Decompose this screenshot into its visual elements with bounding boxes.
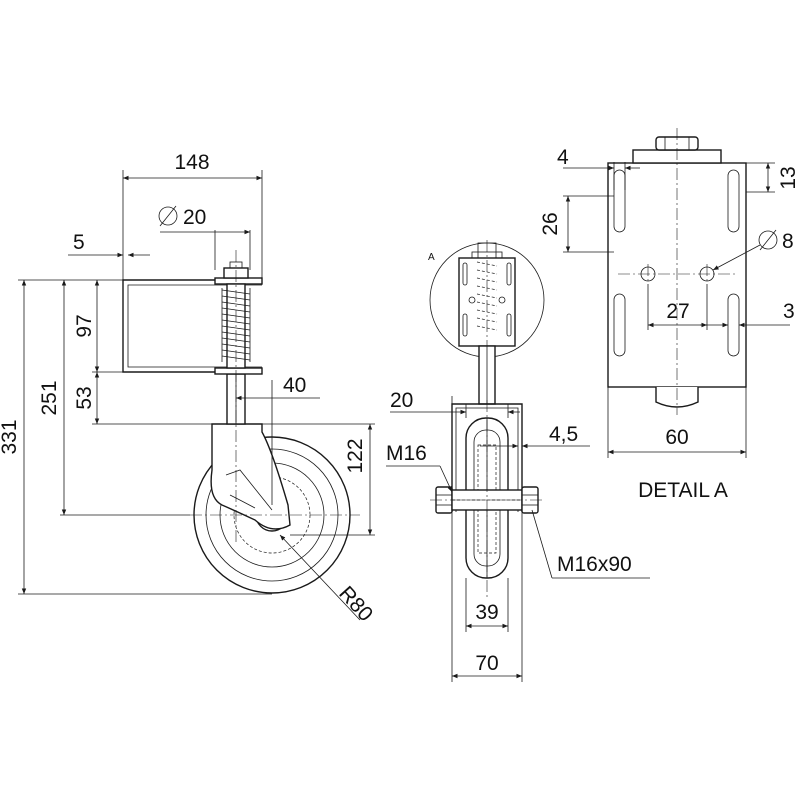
- dim-fork-20: 20: [390, 389, 413, 412]
- dim-bore-20: 20: [183, 206, 206, 229]
- dim-overall-70: 70: [475, 652, 498, 675]
- dim-width-60: 60: [665, 426, 688, 449]
- diameter-icon: [158, 205, 178, 227]
- dim-lower-53: 53: [73, 386, 96, 409]
- side-view: 148 20 5 97 53 251 331 40 122 R80: [0, 151, 377, 626]
- dim-top-13: 13: [777, 166, 800, 189]
- dim-offset-40: 40: [283, 374, 306, 397]
- dim-slot-26: 26: [539, 212, 562, 235]
- bolt-m16x90: M16x90: [557, 553, 632, 576]
- dim-plate-4-5: 4,5: [549, 423, 578, 446]
- thread-m16: M16: [386, 442, 427, 465]
- dim-tire-39: 39: [475, 601, 498, 624]
- detail-circle: A: [428, 240, 545, 360]
- dim-plate-5: 5: [73, 231, 85, 254]
- dim-edge-3: 3: [783, 300, 795, 323]
- dim-radius-r80: R80: [334, 582, 377, 626]
- detail-title: DETAIL A: [638, 479, 728, 502]
- detail-ref-label: A: [428, 252, 435, 263]
- dim-hole-8: 8: [782, 230, 794, 253]
- bracket: [122, 277, 263, 375]
- front-view: A: [386, 240, 650, 682]
- detail-slots: [462, 262, 512, 337]
- dim-height-251: 251: [38, 380, 61, 415]
- dim-axle-122: 122: [344, 438, 367, 473]
- dim-slot-4: 4: [557, 146, 569, 169]
- front-dimensions: [386, 396, 650, 682]
- diameter-icon: [758, 229, 778, 251]
- dim-width-148: 148: [174, 151, 209, 174]
- dim-bracket-97: 97: [73, 314, 96, 337]
- detail-dimensions: [563, 162, 790, 458]
- side-dimensions: [18, 170, 375, 621]
- dim-height-331: 331: [0, 419, 21, 454]
- dim-spacing-27: 27: [666, 300, 689, 323]
- fork-leg: [210, 423, 291, 530]
- detail-a-view: 4 13 26 8 27 3 60 DETAIL A: [539, 128, 800, 502]
